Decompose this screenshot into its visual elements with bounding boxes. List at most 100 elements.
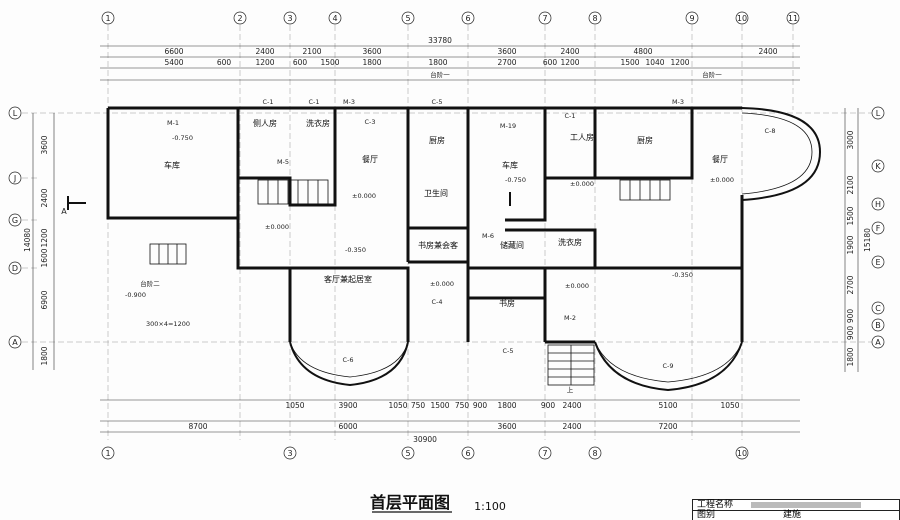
step-label-1: 台阶一 <box>430 70 450 79</box>
axis-bottom-3: 3 <box>287 449 292 458</box>
top2-dim-10: 1200 <box>560 58 579 67</box>
axis-right-E: E <box>875 258 880 267</box>
axis-top-9: 9 <box>689 14 694 23</box>
grid-lines <box>22 25 880 440</box>
room-storage: 储藏间 <box>500 240 524 250</box>
top-dim-2: 2400 <box>255 47 274 56</box>
axis-bottom-5: 5 <box>405 449 410 458</box>
top-dim-4: 3600 <box>362 47 381 56</box>
room-laundry-mid: 洗衣房 <box>558 237 582 247</box>
room-bathroom: 卫生间 <box>424 188 448 198</box>
level-6: ±0.000 <box>430 280 454 288</box>
room-garage-left: 车库 <box>164 160 180 170</box>
bottom-dim-8: 1800 <box>497 401 516 410</box>
tag-c8: C-8 <box>764 127 775 135</box>
axis-left-J: J <box>13 174 16 183</box>
right-dim-6: 900 <box>846 309 855 324</box>
level-garage-left: -0.750 <box>172 134 193 142</box>
level-garage-mid: -0.750 <box>505 176 526 184</box>
bottom-dim-9: 900 <box>541 401 556 410</box>
room-study: 书房 <box>499 298 515 308</box>
level-step2: -0.900 <box>125 291 146 299</box>
bottom-dim-2: 3900 <box>338 401 357 410</box>
left-dim-1: 3600 <box>40 135 49 154</box>
axis-top-4: 4 <box>332 14 337 23</box>
axis-left-G: G <box>12 216 18 225</box>
step-label-2: 台阶一 <box>702 70 722 79</box>
project-value-redacted <box>751 502 861 508</box>
axis-top-3: 3 <box>287 14 292 23</box>
right-dim-3: 1500 <box>846 206 855 225</box>
axis-left-L: L <box>13 109 18 118</box>
tag-m3b: M-3 <box>672 98 684 106</box>
top2-dim-13: 1200 <box>670 58 689 67</box>
bottom-dim-12: 1050 <box>720 401 739 410</box>
tag-m3a: M-3 <box>343 98 355 106</box>
axis-left-D: D <box>12 264 18 273</box>
axis-top-6: 6 <box>465 14 470 23</box>
dimension-lines <box>32 45 859 433</box>
top-dim-7: 4800 <box>633 47 652 56</box>
top-dim-1: 6600 <box>164 47 183 56</box>
drawing-label: 图别 <box>697 510 716 520</box>
overall-left-dim: 14080 <box>23 228 32 252</box>
top2-dim-1: 5400 <box>164 58 183 67</box>
title-block: 工程名称 图别 建施 <box>692 499 900 520</box>
room-kitchen-mid: 厨房 <box>429 135 445 145</box>
stairs <box>149 179 671 386</box>
level-2: ±0.000 <box>265 223 289 231</box>
room-living: 客厅兼起居室 <box>324 274 372 284</box>
axis-top-7: 7 <box>542 14 547 23</box>
right-dim-8: 1800 <box>846 347 855 366</box>
room-kitchen-right: 厨房 <box>637 135 653 145</box>
drawing-title: 首层平面图 <box>370 493 450 512</box>
top2-dim-7: 1800 <box>428 58 447 67</box>
level-3: ±0.000 <box>570 180 594 188</box>
top2-dim-3: 1200 <box>255 58 274 67</box>
axis-right-L: L <box>876 109 881 118</box>
level-4: ±0.000 <box>710 176 734 184</box>
bay-windows <box>289 107 822 392</box>
right-dim-4: 1900 <box>846 235 855 254</box>
axis-right-C: C <box>875 304 881 313</box>
top2-dim-8: 2700 <box>497 58 516 67</box>
axis-top-5: 5 <box>405 14 410 23</box>
top2-dim-5: 1500 <box>320 58 339 67</box>
level-1: ±0.000 <box>352 192 376 200</box>
tag-m2: M-2 <box>564 314 576 322</box>
misc-labels: 台阶一 台阶一 台阶二 上 300×4=1200 A <box>61 70 722 394</box>
top2-dim-6: 1800 <box>362 58 381 67</box>
axis-bottom-10: 10 <box>737 449 747 458</box>
axis-bubbles <box>8 11 885 460</box>
tag-m19: M-19 <box>500 122 516 130</box>
top2-dim-9: 600 <box>543 58 558 67</box>
bottom2-dim-5: 7200 <box>658 422 677 431</box>
left-dim-4: 1600 <box>40 248 49 267</box>
room-dining-right: 餐厅 <box>712 155 728 164</box>
tag-c5b: C-5 <box>502 347 513 355</box>
axis-right-K: K <box>875 162 881 171</box>
tag-c5a: C-5 <box>431 98 442 106</box>
top-dim-8: 2400 <box>758 47 777 56</box>
axis-top-1: 1 <box>105 14 110 23</box>
bottom2-dim-3: 3600 <box>497 422 516 431</box>
overall-top-dim: 33780 <box>428 36 452 45</box>
room-garage-mid: 车库 <box>502 160 518 170</box>
tag-c1b: C-1 <box>308 98 319 106</box>
axis-bottom-6: 6 <box>465 449 470 458</box>
bottom-dim-6: 750 <box>455 401 470 410</box>
axis-bottom-1: 1 <box>105 449 110 458</box>
stair-note: 300×4=1200 <box>146 320 190 328</box>
axis-top-2: 2 <box>237 14 242 23</box>
axis-bottom-8: 8 <box>592 449 597 458</box>
bottom2-dim-1: 8700 <box>188 422 207 431</box>
bottom-dim-5: 1500 <box>430 401 449 410</box>
tag-m1: M-1 <box>167 119 179 127</box>
bottom-dim-3: 1050 <box>388 401 407 410</box>
room-labels: 车库 侧人房 洗衣房 厨房 餐厅 车库 工人房 厨房 餐厅 卫生间 书房兼会客 … <box>164 118 728 308</box>
section-mark-left: A <box>61 207 67 216</box>
left-dim-6: 1800 <box>40 346 49 365</box>
room-study-guest: 书房兼会客 <box>418 240 458 250</box>
